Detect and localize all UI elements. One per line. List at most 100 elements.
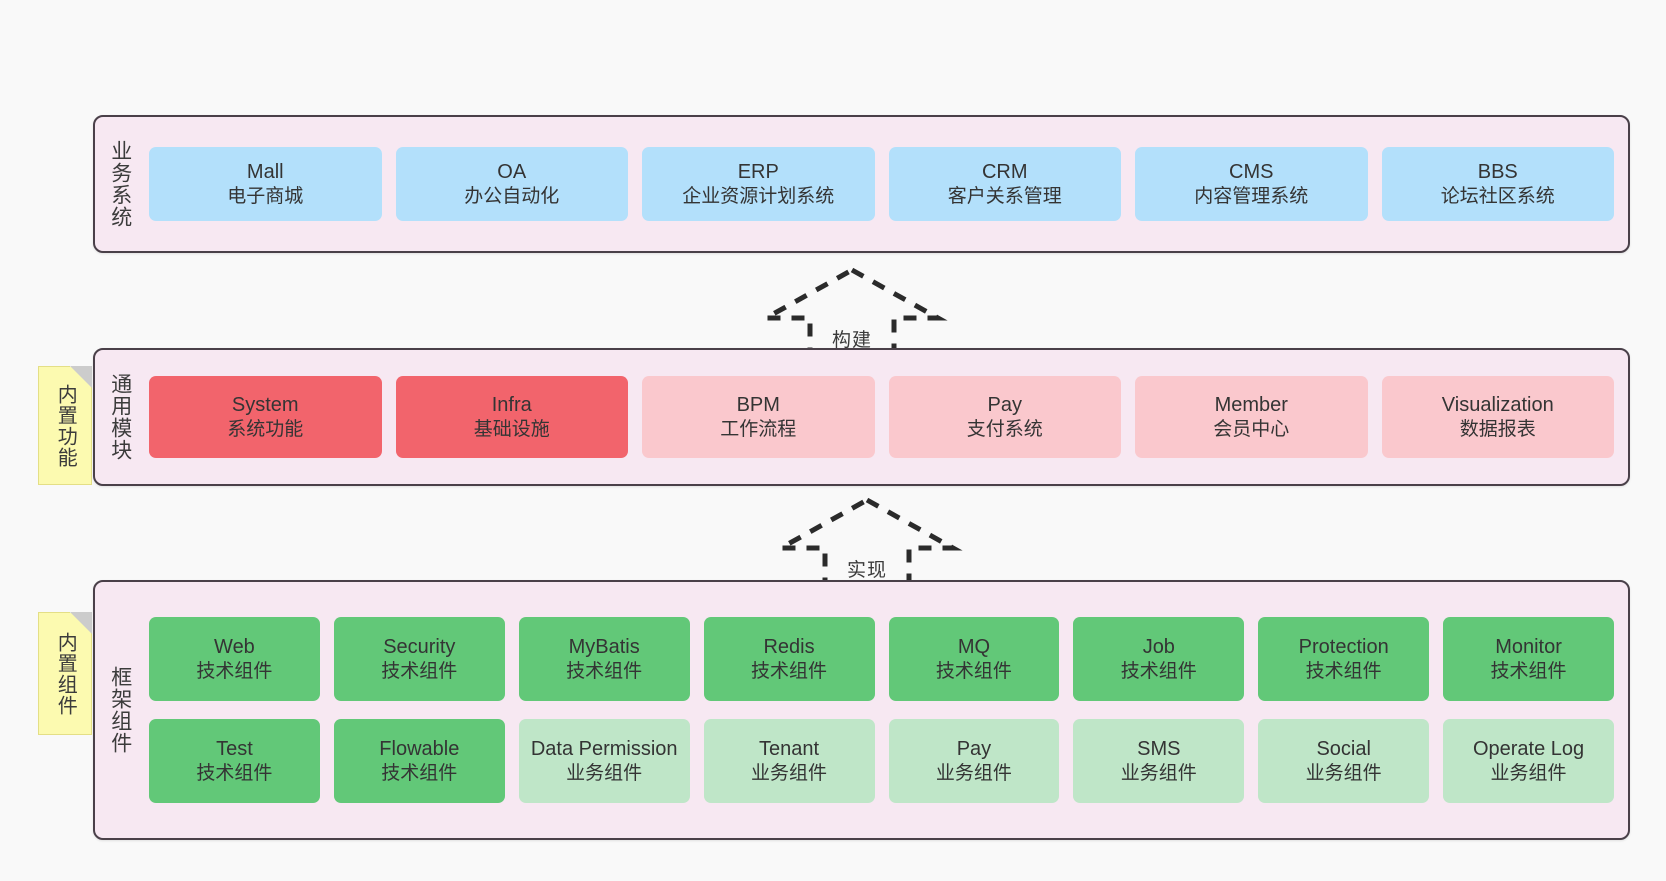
node-subtitle: 技术组件 — [196, 660, 273, 682]
sticky-note-builtin-components: 内置组件 — [38, 612, 92, 735]
node-subtitle: 技术组件 — [196, 762, 273, 784]
layer-body-modules: System 系统功能 Infra 基础设施 BPM 工作流程 Pay 支付系统… — [145, 350, 1628, 484]
node-subtitle: 基础设施 — [473, 418, 550, 440]
node-subtitle: 系统功能 — [227, 418, 304, 440]
node-subtitle: 支付系统 — [966, 418, 1043, 440]
node-mq[interactable]: MQ 技术组件 — [888, 617, 1060, 701]
node-title: SMS — [1137, 738, 1181, 761]
node-subtitle: 业务组件 — [1120, 762, 1197, 784]
node-title: Test — [216, 738, 253, 761]
node-subtitle: 企业资源计划系统 — [682, 185, 835, 207]
node-subtitle: 技术组件 — [751, 660, 828, 682]
node-operate-log[interactable]: Operate Log 业务组件 — [1443, 719, 1614, 803]
node-mybatis[interactable]: MyBatis 技术组件 — [518, 617, 690, 701]
node-monitor[interactable]: Monitor 技术组件 — [1443, 617, 1614, 701]
node-title: OA — [497, 161, 527, 184]
node-title: System — [231, 394, 299, 417]
node-subtitle: 技术组件 — [1120, 660, 1197, 682]
node-subtitle: 技术组件 — [566, 660, 643, 682]
node-cms[interactable]: CMS 内容管理系统 — [1135, 147, 1368, 221]
node-crm[interactable]: CRM 客户关系管理 — [888, 147, 1121, 221]
node-protection[interactable]: Protection 技术组件 — [1258, 617, 1430, 701]
node-pay-component[interactable]: Pay 业务组件 — [888, 719, 1060, 803]
node-subtitle: 业务组件 — [751, 762, 828, 784]
node-member[interactable]: Member 会员中心 — [1135, 376, 1368, 458]
node-mall[interactable]: Mall 电子商城 — [149, 147, 382, 221]
node-subtitle: 业务组件 — [1490, 762, 1567, 784]
node-test[interactable]: Test 技术组件 — [149, 719, 320, 803]
node-subtitle: 电子商城 — [227, 185, 304, 207]
node-subtitle: 技术组件 — [1490, 660, 1567, 682]
node-subtitle: 论坛社区系统 — [1440, 185, 1555, 207]
node-redis[interactable]: Redis 技术组件 — [703, 617, 875, 701]
node-title: Flowable — [379, 738, 460, 761]
node-subtitle: 工作流程 — [720, 418, 797, 440]
node-social[interactable]: Social 业务组件 — [1258, 719, 1430, 803]
layer-business-systems: 业务系统 Mall 电子商城 OA 办公自动化 ERP 企业资源计划系统 CRM — [93, 115, 1630, 253]
layer-framework-components: 框架组件 Web 技术组件 Security 技术组件 MyBatis 技术组件… — [93, 580, 1630, 840]
node-title: Monitor — [1495, 636, 1562, 659]
node-subtitle: 业务组件 — [935, 762, 1012, 784]
node-subtitle: 内容管理系统 — [1194, 185, 1309, 207]
node-subtitle: 数据报表 — [1459, 418, 1536, 440]
node-web[interactable]: Web 技术组件 — [149, 617, 320, 701]
layer-title-modules: 通用模块 — [108, 373, 132, 461]
node-security[interactable]: Security 技术组件 — [333, 617, 505, 701]
layer-row: Web 技术组件 Security 技术组件 MyBatis 技术组件 Redi… — [149, 617, 1614, 701]
node-title: Tenant — [759, 738, 820, 761]
node-sms[interactable]: SMS 业务组件 — [1073, 719, 1245, 803]
node-title: Web — [214, 636, 255, 659]
node-subtitle: 技术组件 — [935, 660, 1012, 682]
node-pay[interactable]: Pay 支付系统 — [888, 376, 1121, 458]
layer-row: Mall 电子商城 OA 办公自动化 ERP 企业资源计划系统 CRM 客户关系… — [149, 147, 1614, 221]
node-subtitle: 业务组件 — [1305, 762, 1382, 784]
node-title: Protection — [1298, 636, 1389, 659]
node-title: Operate Log — [1472, 738, 1585, 761]
node-title: Redis — [763, 636, 815, 659]
node-title: MQ — [957, 636, 991, 659]
node-subtitle: 业务组件 — [566, 762, 643, 784]
node-job[interactable]: Job 技术组件 — [1073, 617, 1245, 701]
node-title: Data Permission — [530, 738, 678, 761]
node-erp[interactable]: ERP 企业资源计划系统 — [642, 147, 875, 221]
arrow-implement: 实现 — [757, 492, 977, 592]
layer-title-framework: 框架组件 — [108, 666, 132, 754]
sticky-note-builtin-features: 内置功能 — [38, 366, 92, 485]
node-flowable[interactable]: Flowable 技术组件 — [333, 719, 505, 803]
node-bbs[interactable]: BBS 论坛社区系统 — [1381, 147, 1614, 221]
layer-title-business: 业务系统 — [108, 140, 132, 228]
node-title: Member — [1214, 394, 1288, 417]
layer-body-business: Mall 电子商城 OA 办公自动化 ERP 企业资源计划系统 CRM 客户关系… — [145, 117, 1628, 251]
node-title: CMS — [1229, 161, 1274, 184]
node-title: Security — [383, 636, 456, 659]
node-system[interactable]: System 系统功能 — [149, 376, 382, 458]
node-title: ERP — [737, 161, 779, 184]
node-title: Pay — [987, 394, 1022, 417]
node-title: MyBatis — [568, 636, 640, 659]
node-title: CRM — [981, 161, 1028, 184]
node-title: BPM — [736, 394, 780, 417]
node-visualization[interactable]: Visualization 数据报表 — [1381, 376, 1614, 458]
node-title: Infra — [491, 394, 532, 417]
node-oa[interactable]: OA 办公自动化 — [395, 147, 628, 221]
node-infra[interactable]: Infra 基础设施 — [395, 376, 628, 458]
layer-common-modules: 通用模块 System 系统功能 Infra 基础设施 BPM 工作流程 Pay — [93, 348, 1630, 486]
node-title: BBS — [1477, 161, 1518, 184]
arrow-build: 构建 — [742, 262, 962, 362]
node-title: Pay — [956, 738, 992, 761]
node-subtitle: 办公自动化 — [464, 185, 560, 207]
node-subtitle: 技术组件 — [1305, 660, 1382, 682]
layer-body-framework: Web 技术组件 Security 技术组件 MyBatis 技术组件 Redi… — [145, 582, 1628, 838]
layer-row: Test 技术组件 Flowable 技术组件 Data Permission … — [149, 719, 1614, 803]
node-subtitle: 会员中心 — [1213, 418, 1290, 440]
arrow-label: 实现 — [846, 560, 887, 581]
node-tenant[interactable]: Tenant 业务组件 — [703, 719, 875, 803]
arrow-label: 构建 — [831, 330, 872, 351]
node-subtitle: 技术组件 — [381, 762, 458, 784]
node-data-permission[interactable]: Data Permission 业务组件 — [518, 719, 690, 803]
layer-row: System 系统功能 Infra 基础设施 BPM 工作流程 Pay 支付系统… — [149, 376, 1614, 458]
node-bpm[interactable]: BPM 工作流程 — [642, 376, 875, 458]
node-title: Mall — [246, 161, 284, 184]
node-subtitle: 技术组件 — [381, 660, 458, 682]
